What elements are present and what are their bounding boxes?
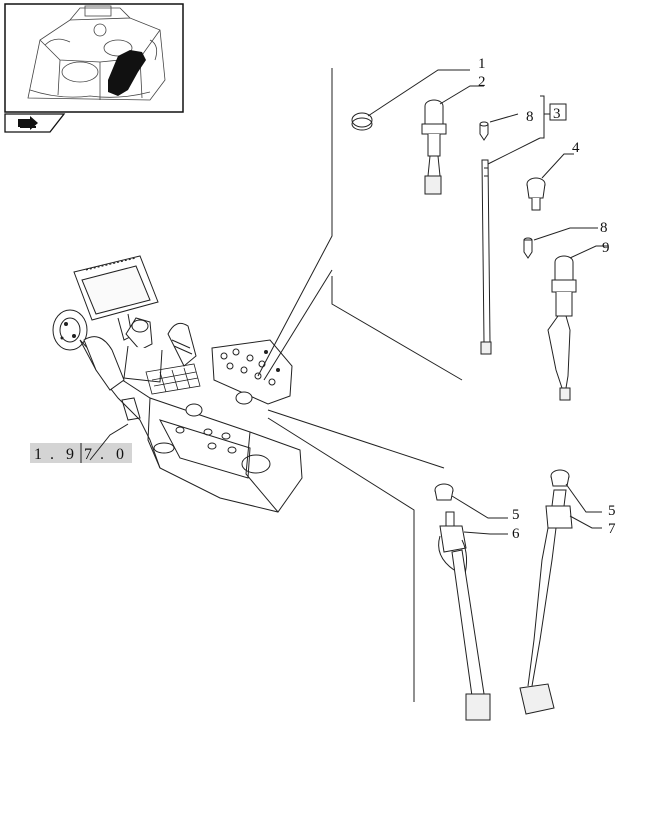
callout-5a: 5	[512, 507, 520, 523]
ref-digit-1: 1	[34, 446, 48, 463]
ref-digit-3: 9	[66, 446, 80, 463]
part-9-switch[interactable]	[547, 245, 608, 401]
ref-digit-6: 0	[116, 446, 130, 463]
callout-7: 7	[608, 521, 616, 537]
callout-2: 2	[478, 74, 486, 90]
ref-digit-5: .	[100, 446, 110, 463]
joystick	[123, 317, 163, 383]
part-7-harness[interactable]	[519, 489, 602, 715]
part-3-rod[interactable]	[480, 159, 492, 355]
next-page-arrow-icon[interactable]	[4, 113, 66, 133]
display-monitor	[73, 255, 159, 341]
callout-1: 1	[478, 56, 486, 72]
callout-3: 3	[553, 106, 561, 122]
part-4-lamp[interactable]	[526, 153, 574, 211]
rotary-pad	[52, 309, 88, 351]
leader-lines	[257, 68, 463, 702]
callout-9: 9	[602, 240, 610, 256]
switch-panel	[211, 339, 293, 405]
ref-digit-2: .	[50, 446, 60, 463]
deck-knobs	[175, 391, 271, 474]
part-8-lamp-upper[interactable]	[479, 113, 519, 141]
callout-4: 4	[572, 140, 580, 156]
part-8-lamp-lower[interactable]	[523, 227, 598, 259]
highlighted-console-shape	[108, 50, 146, 96]
reference-number-box[interactable]: 1 . 9 7 . 0	[30, 423, 132, 463]
inset-thumbnail[interactable]	[4, 3, 184, 113]
callout-8b: 8	[600, 220, 608, 236]
button-grid	[145, 363, 201, 395]
part-5-cap-right[interactable]	[550, 469, 602, 513]
callout-labels: 1 2 8 3 4 8 9 5 6 5 7	[478, 56, 616, 542]
armrest-console-drawing	[52, 255, 303, 513]
throttle-lever	[167, 322, 197, 367]
part-6-harness[interactable]	[438, 511, 508, 721]
part-1-cap[interactable]	[351, 69, 470, 131]
bracket-3	[487, 95, 567, 165]
callout-5b: 5	[608, 503, 616, 519]
tractor-cab-sketch	[27, 5, 166, 101]
part-5-cap-left[interactable]	[434, 483, 508, 519]
callout-6: 6	[512, 526, 520, 542]
ref-digit-4: 7	[84, 446, 98, 463]
callout-8a: 8	[526, 109, 534, 125]
part-2-switch[interactable]	[421, 85, 484, 195]
